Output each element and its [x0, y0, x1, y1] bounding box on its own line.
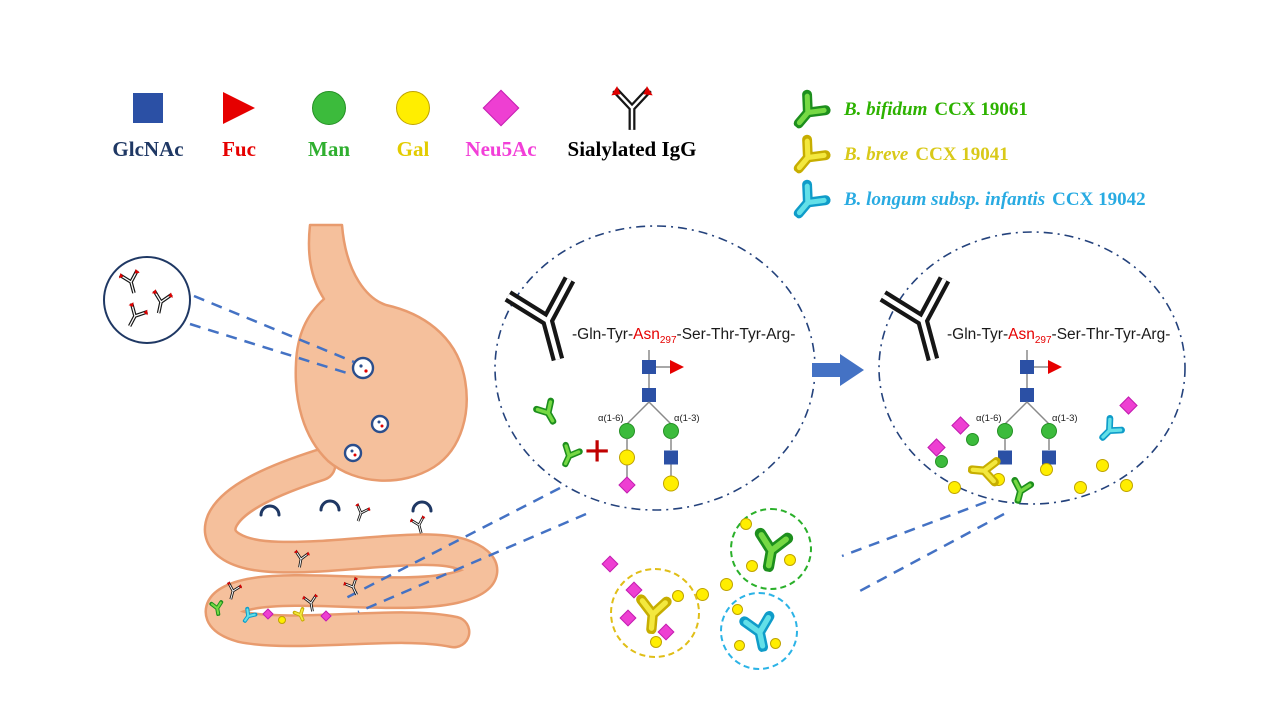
plus-sign: +	[584, 425, 611, 476]
sialylated-igg-icon	[147, 288, 175, 316]
legend-label-gal: Gal	[396, 137, 430, 161]
legend-label-glcnac: GlcNAc	[112, 137, 184, 161]
longum-species: B. longum subsp. infantis	[844, 189, 1046, 210]
longum-culture-circle	[720, 592, 798, 670]
transformation-arrow	[812, 354, 864, 386]
peptide-pre: -Gln-Tyr-	[947, 326, 1009, 343]
sialylated-igg-icon	[116, 267, 145, 296]
bifidum-culture-circle	[730, 508, 812, 590]
gal-circle-icon	[396, 86, 430, 130]
gal-circle-icon	[746, 560, 758, 572]
glycan-tree-full: α(1-6) α(1-3)	[598, 350, 700, 494]
peptide-asn: Asn	[633, 326, 660, 343]
gal-circle-icon	[1040, 463, 1053, 476]
legend-label-breve: B. breve CCX 19041	[844, 144, 1009, 166]
alpha-1-6-label: α(1-6)	[976, 413, 1002, 424]
gal-circle-icon	[948, 481, 961, 494]
gal-circle-icon	[278, 616, 286, 624]
bifidum-bacteria-icon	[207, 597, 228, 618]
breve-species: B. breve	[844, 144, 909, 165]
man-circle-icon	[935, 455, 948, 468]
peptide-asn: Asn	[1008, 326, 1035, 343]
sialylated-igg-icon	[119, 300, 151, 332]
intestine-shape	[203, 448, 499, 649]
gal-circle-icon	[734, 640, 745, 651]
gal-circle-icon	[732, 604, 743, 615]
legend-item-fuc: Fuc	[189, 86, 289, 162]
legend-item-neu5ac: Neu5Ac	[451, 86, 551, 162]
gal-circle-icon	[696, 588, 709, 601]
man-circle-icon	[312, 86, 346, 130]
gal-circle-icon	[1074, 481, 1087, 494]
glycan-tree: α(1-6) α(1-3)	[598, 350, 700, 494]
peptide-post: -Ser-Thr-Tyr-Arg-	[1051, 326, 1171, 343]
bifidum-species: B. bifidum	[844, 99, 928, 120]
glycan-tree-trimmed: α(1-6) α(1-3)	[976, 350, 1078, 465]
legend-row-breve: B. breve CCX 19041	[788, 133, 1009, 177]
stomach-shape	[294, 223, 468, 482]
legend-label-fuc: Fuc	[222, 137, 256, 161]
legend-label-longum: B. longum subsp. infantis CCX 19042	[844, 189, 1146, 211]
fuc-triangle-icon	[223, 86, 255, 130]
glcnac-square-icon	[133, 86, 163, 130]
legend-row-longum: B. longum subsp. infantis CCX 19042	[788, 178, 1146, 222]
peptide-asn-number: 297	[659, 335, 677, 347]
breve-bacteria-icon	[628, 586, 678, 636]
gal-circle-icon	[784, 554, 796, 566]
alpha-1-3-label: α(1-3)	[1052, 413, 1078, 424]
legend-label-neu5ac: Neu5Ac	[465, 137, 537, 161]
gal-circle-icon	[740, 518, 752, 530]
gal-circle-icon	[720, 578, 733, 591]
peptide-post: -Ser-Thr-Tyr-Arg-	[676, 326, 796, 343]
right-zoom-ellipse	[878, 231, 1186, 505]
igg-zoom-circle	[103, 256, 191, 344]
legend-item-man: Man	[279, 86, 379, 162]
legend-item-glcnac: GlcNAc	[98, 86, 198, 162]
breve-strain: CCX 19041	[915, 144, 1009, 165]
stomach-vesicle-circles	[343, 356, 390, 463]
glycan-tree: α(1-6) α(1-3)	[976, 350, 1078, 465]
gal-circle-icon	[1120, 479, 1133, 492]
digestive-tract-illustration	[203, 223, 499, 649]
legend-label-bifidum: B. bifidum CCX 19061	[844, 99, 1028, 121]
peptide-pre: -Gln-Tyr-	[572, 326, 634, 343]
gal-circle-icon	[1096, 459, 1109, 472]
bifidum-strain: CCX 19061	[934, 99, 1028, 120]
sialylated-igg-icon	[291, 549, 312, 570]
legend-row-bifidum: B. bifidum CCX 19061	[788, 88, 1028, 132]
peptide-sequence: -Gln-Tyr-Asn297-Ser-Thr-Tyr-Arg-	[947, 326, 1170, 346]
peptide-asn-number: 297	[1034, 335, 1052, 347]
legend-label-sialylated-igg: Sialylated IgG	[567, 137, 697, 161]
alpha-1-6-label: α(1-6)	[598, 413, 624, 424]
intestine-arc-marks	[259, 499, 433, 517]
man-circle-icon	[966, 433, 979, 446]
legend-label-man: Man	[308, 137, 350, 161]
longum-strain: CCX 19042	[1052, 189, 1146, 210]
legend-item-gal: Gal	[363, 86, 463, 162]
gal-circle-icon	[770, 638, 781, 649]
dashed-connector-lines	[189, 294, 1005, 614]
legend-item-sialylated-igg: Sialylated IgG	[562, 86, 702, 162]
breve-bacteria-icon	[966, 450, 1007, 491]
breve-culture-circle	[610, 568, 700, 658]
peptide-sequence: -Gln-Tyr-Asn297-Ser-Thr-Tyr-Arg-	[572, 326, 795, 346]
alpha-1-3-label: α(1-3)	[674, 413, 700, 424]
